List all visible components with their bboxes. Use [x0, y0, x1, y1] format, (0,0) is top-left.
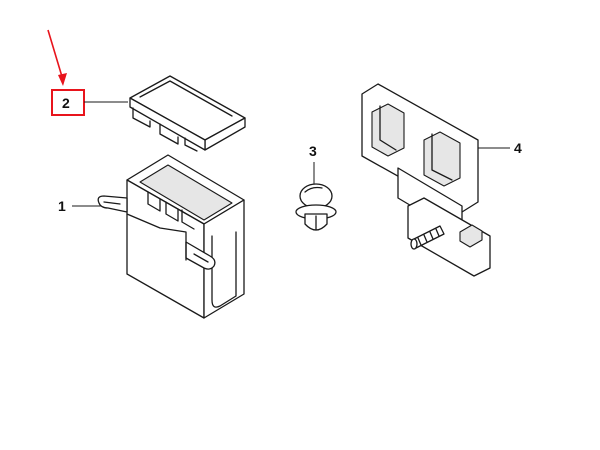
part-2-lid [129, 75, 246, 152]
callout-label-2: 2 [62, 95, 70, 111]
part-1-housing [97, 154, 245, 319]
indicator-arrow [47, 29, 67, 86]
callout-label-3: 3 [309, 143, 317, 159]
part-4-stud [410, 225, 445, 250]
callout-label-1: 1 [58, 198, 66, 214]
part-4-bracket [361, 83, 491, 277]
callout-label-4: 4 [514, 140, 522, 156]
part-3-clip [295, 183, 337, 231]
